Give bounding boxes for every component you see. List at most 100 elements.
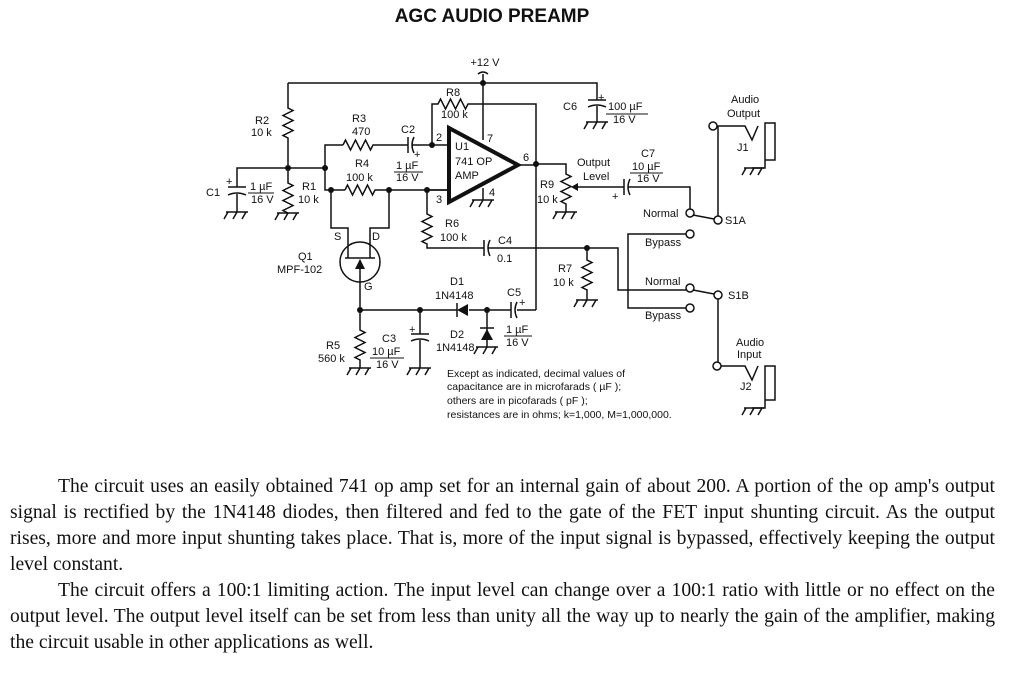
svg-text:R7: R7 — [558, 263, 572, 275]
bypass-wire — [627, 233, 686, 309]
svg-text:D2: D2 — [450, 329, 464, 341]
svg-text:560 k: 560 k — [318, 353, 345, 365]
svg-text:C3: C3 — [382, 333, 396, 345]
svg-text:1N4148: 1N4148 — [436, 342, 475, 354]
jack-j1-audio-output[interactable]: Audio Output J1 — [708, 94, 776, 176]
svg-text:C7: C7 — [641, 148, 655, 160]
svg-text:Audio: Audio — [736, 337, 764, 349]
svg-text:Audio: Audio — [731, 94, 759, 106]
svg-text:10 k: 10 k — [298, 194, 319, 206]
svg-text:7: 7 — [487, 133, 493, 145]
input-wire — [288, 144, 345, 191]
svg-text:C4: C4 — [498, 235, 512, 247]
svg-text:G: G — [364, 281, 373, 293]
svg-text:4: 4 — [489, 187, 495, 199]
description: The circuit uses an easily obtained 741 … — [10, 474, 995, 656]
svg-text:J2: J2 — [740, 381, 752, 393]
svg-text:+: + — [226, 176, 232, 188]
svg-text:+: + — [414, 149, 420, 161]
svg-text:100 k: 100 k — [346, 172, 373, 184]
svg-text:Bypass: Bypass — [645, 310, 682, 322]
svg-text:Level: Level — [583, 171, 609, 183]
svg-text:10 k: 10 k — [553, 277, 574, 289]
svg-text:D1: D1 — [450, 276, 464, 288]
switch-s1a[interactable]: Normal Bypass S1A — [643, 126, 746, 249]
svg-text:+: + — [409, 324, 415, 336]
svg-text:R5: R5 — [326, 340, 340, 352]
svg-text:J1: J1 — [737, 142, 749, 154]
diode-d2: D2 1N4148 — [436, 310, 498, 355]
diagram-title: AGC AUDIO PREAMP — [395, 6, 590, 27]
description-paragraph: The circuit uses an easily obtained 741 … — [10, 476, 995, 575]
supply-label: +12 V — [470, 57, 500, 69]
svg-text:R8: R8 — [446, 87, 460, 99]
svg-text:100 k: 100 k — [441, 109, 468, 121]
svg-text:C1: C1 — [206, 187, 220, 199]
svg-text:16 V: 16 V — [376, 359, 399, 371]
resistor-r6: R6 100 k — [420, 190, 484, 249]
svg-text:resistances are in ohms; k=1,0: resistances are in ohms; k=1,000, M=1,00… — [447, 409, 672, 421]
resistor-r4: R4 100 k — [344, 158, 447, 197]
svg-text:16 V: 16 V — [613, 114, 636, 126]
notes: Except as indicated, decimal values of c… — [447, 368, 672, 421]
fet-q1: S D G Q1 MPF-102 — [277, 190, 390, 310]
svg-text:MPF-102: MPF-102 — [277, 264, 322, 276]
svg-text:others are in picofarads ( pF: others are in picofarads ( pF ); — [447, 395, 588, 407]
jack-j2-audio-input[interactable]: Audio Input J2 — [712, 337, 776, 416]
svg-text:1 µF: 1 µF — [506, 324, 529, 336]
description-paragraph: The circuit offers a 100:1 limiting acti… — [10, 580, 995, 653]
capacitor-c4: C4 0.1 — [483, 235, 690, 291]
capacitor-c6: + C6 100 µF 16 V — [563, 92, 648, 130]
svg-text:10 µF: 10 µF — [632, 161, 661, 173]
capacitor-c1: + C1 1 µF 16 V — [206, 167, 288, 220]
svg-text:16 V: 16 V — [396, 172, 419, 184]
svg-text:capacitance are in microfarads: capacitance are in microfarads ( µF ); — [447, 381, 621, 393]
resistor-r3: R3 470 — [342, 113, 405, 152]
svg-text:Output: Output — [727, 108, 760, 120]
svg-text:100 µF: 100 µF — [608, 101, 643, 113]
diode-d1: D1 1N4148 — [435, 276, 474, 317]
svg-text:16 V: 16 V — [506, 337, 529, 349]
svg-text:R3: R3 — [352, 113, 366, 125]
svg-text:Bypass: Bypass — [645, 237, 682, 249]
capacitor-c5: C5 + 1 µF 16 V — [504, 287, 532, 349]
svg-text:R9: R9 — [540, 179, 554, 191]
svg-text:16 V: 16 V — [637, 173, 660, 185]
capacitor-c7: + C7 10 µF 16 V — [612, 148, 691, 210]
svg-text:R2: R2 — [255, 115, 269, 127]
svg-text:Q1: Q1 — [298, 251, 313, 263]
svg-text:0.1: 0.1 — [497, 253, 512, 265]
svg-text:100 k: 100 k — [440, 232, 467, 244]
svg-text:1 µF: 1 µF — [396, 160, 419, 172]
svg-text:S1A: S1A — [725, 215, 746, 227]
svg-text:C5: C5 — [507, 287, 521, 299]
svg-text:1N4148: 1N4148 — [435, 290, 474, 302]
svg-text:Normal: Normal — [643, 208, 678, 220]
svg-text:D: D — [372, 231, 380, 243]
resistor-r7: R7 10 k — [553, 248, 598, 308]
svg-text:Output: Output — [577, 157, 610, 169]
svg-text:S1B: S1B — [728, 290, 749, 302]
potentiometer-r9[interactable]: R9 10 k Output Level — [536, 157, 624, 220]
svg-text:U1: U1 — [455, 141, 469, 153]
svg-text:C2: C2 — [401, 124, 415, 136]
resistor-r2: R2 10 k — [251, 100, 295, 168]
svg-text:10 µF: 10 µF — [372, 346, 401, 358]
capacitor-c2: C2 + 1 µF 16 V — [394, 124, 432, 184]
svg-text:1 µF: 1 µF — [250, 181, 273, 193]
svg-text:470: 470 — [352, 126, 370, 138]
svg-text:R6: R6 — [445, 218, 459, 230]
svg-text:10 k: 10 k — [251, 127, 272, 139]
resistor-r1: R1 10 k — [274, 168, 319, 221]
resistor-r5: R5 560 k — [318, 310, 371, 376]
switch-s1b[interactable]: Normal Bypass S1B — [645, 276, 749, 363]
svg-text:6: 6 — [523, 152, 529, 164]
schematic: AGC AUDIO PREAMP +12 V R2 10 k + C1 1 µF… — [206, 6, 776, 421]
svg-text:R1: R1 — [302, 181, 316, 193]
svg-text:+: + — [612, 191, 618, 203]
svg-text:741 OP: 741 OP — [455, 156, 492, 168]
svg-text:S: S — [334, 231, 341, 243]
svg-text:C6: C6 — [563, 101, 577, 113]
supply-rail — [287, 82, 598, 100]
svg-text:3: 3 — [436, 194, 442, 206]
